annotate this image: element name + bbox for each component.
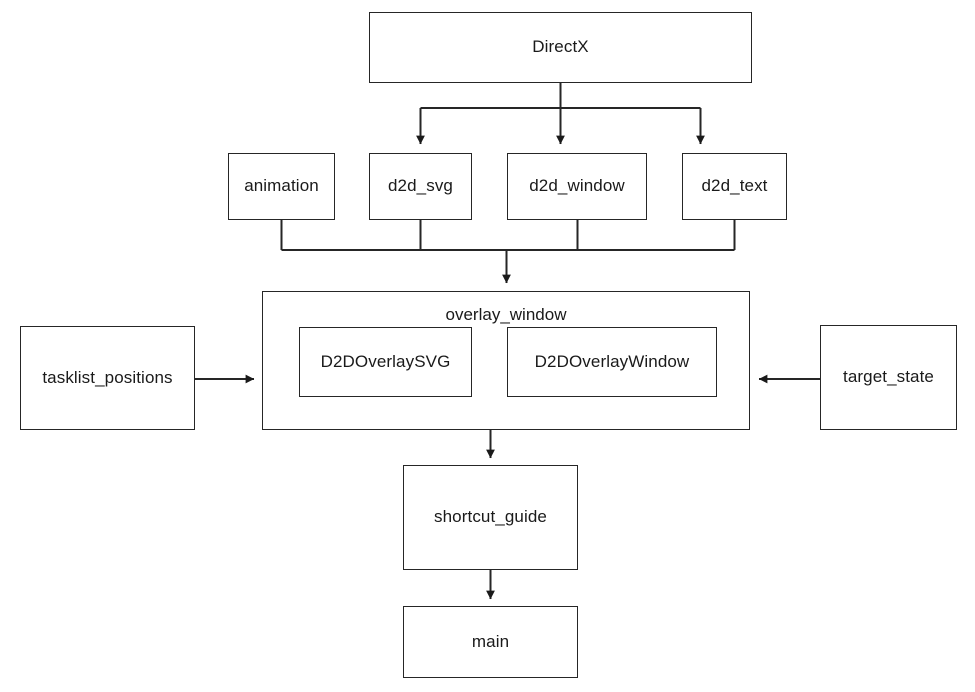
node-main[interactable]: main — [403, 606, 578, 678]
node-d2d-text-label: d2d_text — [701, 176, 768, 196]
node-animation-label: animation — [244, 176, 319, 196]
node-shortcut-guide-label: shortcut_guide — [434, 507, 547, 527]
node-d2doverlaywindow[interactable]: D2DOverlayWindow — [507, 327, 717, 397]
node-directx[interactable]: DirectX — [369, 12, 752, 83]
node-tasklist-positions-label: tasklist_positions — [42, 367, 173, 387]
node-target-state-label: target_state — [843, 367, 934, 387]
node-d2doverlaysvg[interactable]: D2DOverlaySVG — [299, 327, 472, 397]
node-overlay-window-label: overlay_window — [445, 305, 567, 324]
node-d2doverlaysvg-label: D2DOverlaySVG — [320, 351, 451, 371]
node-d2d-text[interactable]: d2d_text — [682, 153, 787, 220]
node-overlay-window[interactable]: overlay_window — [262, 291, 750, 430]
node-d2d-svg-label: d2d_svg — [388, 176, 453, 196]
node-tasklist-positions[interactable]: tasklist_positions — [20, 326, 195, 430]
node-directx-label: DirectX — [532, 37, 589, 57]
node-d2d-svg[interactable]: d2d_svg — [369, 153, 472, 220]
node-shortcut-guide[interactable]: shortcut_guide — [403, 465, 578, 570]
node-d2doverlaywindow-label: D2DOverlayWindow — [534, 351, 690, 371]
node-target-state[interactable]: target_state — [820, 325, 957, 430]
node-animation[interactable]: animation — [228, 153, 335, 220]
node-d2d-window-label: d2d_window — [529, 176, 625, 196]
node-d2d-window[interactable]: d2d_window — [507, 153, 647, 220]
node-main-label: main — [471, 631, 510, 651]
